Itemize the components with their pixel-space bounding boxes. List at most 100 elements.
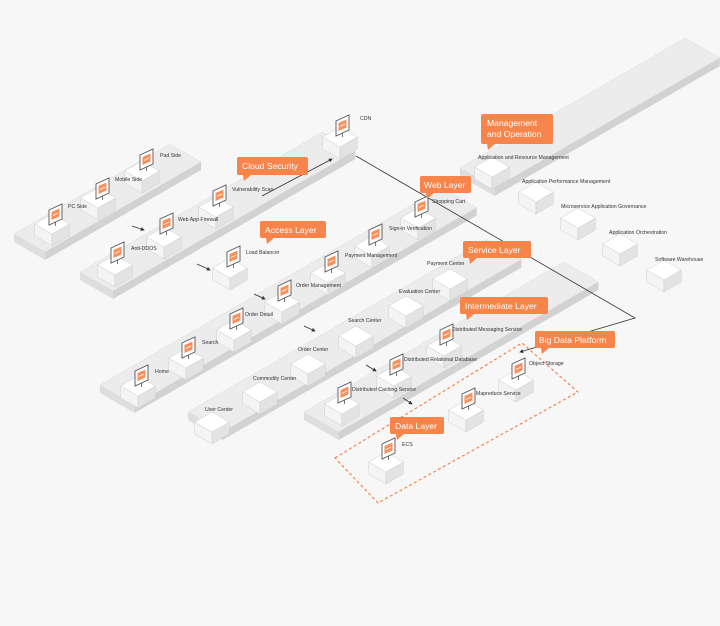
label-commodity-center: Commodity Center [253,376,297,382]
label-order-center: Order Center [298,347,329,353]
ddos-icon [110,241,125,264]
scan-icon [212,184,227,207]
label-user-center: User Center [205,407,233,413]
connector-service-to-cache [365,364,377,372]
label-application-orchestration: Application Orchestration [609,230,667,236]
callout-management-line1: Management [487,118,538,128]
label-pad-side: Pad Side [160,153,181,159]
balancer-icon [226,245,241,268]
cloud-icon [335,114,350,137]
box-object-storage [498,369,534,403]
cache-icon [337,381,352,404]
box-commodity-center [242,381,278,415]
box-shopping-cart [400,207,436,241]
layer-callouts: Management and Operation Cloud Security … [237,114,615,440]
label-application-performance-management: Application Performance Management [522,179,611,185]
callout-access-layer-text: Access Layer [265,225,317,235]
label-web-app-firewall: Web App Firewall [178,217,218,223]
server-icon [381,437,396,460]
label-pc-side: PC Side [68,204,87,210]
big-data-platform-outline [334,342,580,504]
box-payment-center [432,268,468,302]
label-vulnerability-scan: Vulnerability Scan [232,187,273,193]
label-load-balancer: Load Balancer [246,250,280,256]
box-relational-db [376,365,412,399]
label-shopping-cart: Shopping Cart [432,199,466,205]
label-mapreduce-service: Mapreduce Service [476,391,521,397]
mobile-icon [95,177,110,200]
callout-intermediate-layer-text: Intermediate Layer [465,301,537,311]
box-app-resource-mgmt [474,156,510,190]
cart-icon [414,195,429,218]
box-microservice [560,207,596,241]
box-app-performance-mgmt [518,181,554,215]
label-payment-management: Payment Management [345,253,398,259]
box-mapreduce [448,399,484,433]
callout-web-layer: Web Layer [420,176,471,199]
box-search [168,347,204,381]
label-anti-ddos: Anti-DDOS [131,246,157,252]
box-order-management [264,291,300,325]
callout-cloud-security-text: Cloud Security [242,161,299,171]
box-orchestration [602,233,638,267]
label-order-management: Order Management [296,283,342,289]
label-home: Home [155,369,169,375]
mapreduce-icon [461,387,476,410]
callout-management: Management and Operation [481,114,553,150]
box-ecs [368,451,404,485]
connector-lb-to-order-detail [253,293,266,300]
box-pad-side [124,160,160,194]
label-distributed-relational-database: Distributed Relational Database [404,357,477,363]
label-application-resource-management: Application and Resource Management [478,155,569,161]
order-icon [277,279,292,302]
node-labels: Pad Side Mobile Side PC Side Vulnerabili… [68,116,703,448]
box-load-balancer [212,257,248,291]
payment-icon [324,250,339,273]
connector-clients-to-waf [131,225,145,231]
label-mobile-side: Mobile Side [115,177,142,183]
pc-icon [48,203,63,226]
label-order-detail: Order Detail [245,312,273,318]
callout-big-data-platform-text: Big Data Platform [539,335,606,345]
home-icon [134,364,149,387]
label-payment-center: Payment Center [427,261,465,267]
box-search-center [338,325,374,359]
callout-web-layer-text: Web Layer [424,180,466,190]
box-anti-ddos [97,254,133,288]
box-vulnerability-scan [198,196,234,230]
box-user-center [194,411,230,445]
box-payment-management [310,262,346,296]
callout-intermediate-layer: Intermediate Layer [460,297,548,320]
callout-data-layer: Data Layer [390,417,444,440]
label-microservice-governance: Microservice Application Governance [561,204,646,210]
box-caching [324,393,360,427]
box-order-detail [216,319,252,353]
callout-big-data-platform: Big Data Platform [535,331,615,354]
messaging-icon [439,323,454,346]
box-evaluation-center [388,295,424,329]
label-search: Search [202,340,219,346]
callout-service-layer: Service Layer [463,241,531,264]
box-order-center [290,353,326,387]
firewall-icon [159,212,174,235]
label-search-center: Search Center [348,318,382,324]
connector-anti-ddos-to-lb [196,263,211,271]
box-cdn [322,126,358,160]
box-web-app-firewall [146,226,182,260]
database-icon [389,353,404,376]
pad-icon [139,148,154,171]
detail-icon [229,307,244,330]
label-ecs: ECS [402,442,413,448]
callout-data-layer-text: Data Layer [395,421,437,431]
label-distributed-messaging-service: Distributed Messaging Service [452,327,522,333]
connector-web-to-order-center [303,325,316,332]
box-software-warehouse [646,259,682,293]
label-distributed-caching-service: Distributed Caching Service [352,387,416,393]
callout-access-layer: Access Layer [260,221,326,244]
connector-vulnerability-to-cdn [261,158,333,197]
callout-cloud-security: Cloud Security [237,157,308,181]
label-cdn: CDN [360,116,371,122]
box-sign-in-verification [354,235,390,269]
